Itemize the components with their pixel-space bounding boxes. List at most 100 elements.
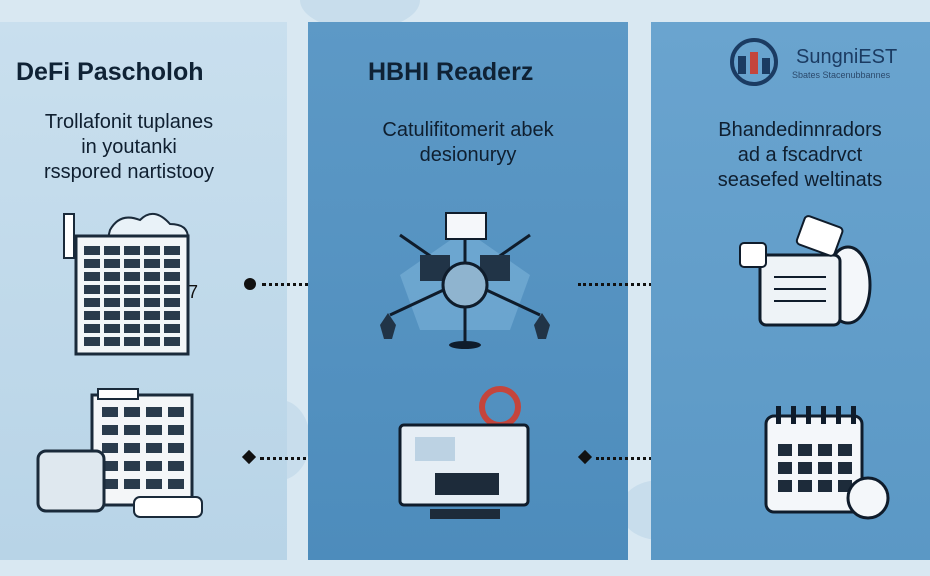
- logo-mark-icon: [730, 38, 778, 86]
- document-books-icon: [739, 215, 872, 327]
- icon-detail: [838, 444, 852, 456]
- icon-detail: [102, 443, 118, 453]
- panel-description: Bhandedinnradors ad a fscadrvct seasefed…: [680, 118, 920, 193]
- icon-detail: [102, 407, 118, 417]
- icon-detail: [124, 425, 140, 435]
- icon-detail: [146, 443, 162, 453]
- icon-detail: [164, 298, 180, 307]
- icon-detail: [144, 272, 160, 281]
- icon-detail: [146, 407, 162, 417]
- icon-detail: [104, 285, 120, 294]
- spreadsheet-icon: [63, 213, 190, 356]
- icon-detail: [806, 406, 811, 424]
- icon-detail: [124, 285, 140, 294]
- calendar-icon: [764, 406, 890, 520]
- icon-detail: [84, 259, 100, 268]
- icon-detail: [84, 285, 100, 294]
- icon-detail: [102, 461, 118, 471]
- office-building-icon: [36, 388, 203, 518]
- icon-detail: [104, 337, 120, 346]
- icon-detail: [798, 444, 812, 456]
- icon-detail: [84, 311, 100, 320]
- brand-logo: SungniEST Sbates Stacenubbannes: [718, 36, 918, 88]
- panel-title: HBHI Readerz: [368, 58, 534, 86]
- icon-detail: [104, 324, 120, 333]
- icon-detail: [821, 406, 826, 424]
- icon-detail: [164, 324, 180, 333]
- icon-detail: [124, 443, 140, 453]
- icon-detail: [144, 324, 160, 333]
- description-line: rsspored nartistooy: [43, 161, 215, 183]
- connector-line: [241, 449, 356, 465]
- annotation-number: 7: [188, 282, 199, 302]
- icon-detail: [102, 425, 118, 435]
- icon-detail: [84, 298, 100, 307]
- icon-detail: [164, 337, 180, 346]
- icon-detail: [164, 272, 180, 281]
- icon-detail: [124, 272, 140, 281]
- icon-detail: [146, 425, 162, 435]
- icon-detail: [104, 246, 120, 255]
- icon-detail: [778, 462, 792, 474]
- icon-detail: [144, 337, 160, 346]
- icon-detail: [791, 406, 796, 424]
- icon-detail: [164, 246, 180, 255]
- logo-subtitle: Sbates Stacenubbannes: [792, 70, 891, 80]
- description-line: in youtanki: [81, 136, 177, 158]
- icon-detail: [851, 406, 856, 424]
- icon-detail: [798, 480, 812, 492]
- icon-detail: [84, 337, 100, 346]
- icon-detail: [144, 298, 160, 307]
- description-line: Bhandedinnradors: [718, 119, 882, 141]
- connector-line: [578, 275, 690, 291]
- logo-name: SungniEST: [796, 46, 898, 68]
- icon-detail: [104, 259, 120, 268]
- icon-detail: [168, 407, 184, 417]
- icon-detail: [124, 324, 140, 333]
- icon-detail: [124, 259, 140, 268]
- icon-detail: [144, 311, 160, 320]
- icon-detail: [124, 311, 140, 320]
- icon-detail: [818, 480, 832, 492]
- icon-detail: [168, 479, 184, 489]
- icon-detail: [164, 259, 180, 268]
- icon-detail: [776, 406, 781, 424]
- icon-detail: [104, 272, 120, 281]
- description-line: Catulifitomerit abek: [382, 119, 554, 141]
- computer-monitor-icon: [398, 386, 530, 519]
- icon-detail: [818, 462, 832, 474]
- icon-detail: [818, 444, 832, 456]
- icon-detail: [144, 285, 160, 294]
- description-line: seasefed weltinats: [717, 169, 883, 191]
- icon-detail: [84, 272, 100, 281]
- icon-detail: [146, 479, 162, 489]
- icon-detail: [798, 462, 812, 474]
- panel-description: Trollafonit tuplanes in youtanki rsspore…: [14, 110, 244, 185]
- icon-detail: [146, 461, 162, 471]
- globe-network-icon: [380, 212, 550, 349]
- panel-title: DeFi Pascholoh: [16, 58, 204, 86]
- icon-detail: [168, 461, 184, 471]
- description-line: Trollafonit tuplanes: [44, 111, 214, 133]
- icon-detail: [836, 406, 841, 424]
- icon-detail: [124, 298, 140, 307]
- icon-detail: [144, 246, 160, 255]
- icon-detail: [124, 479, 140, 489]
- description-line: ad a fscadrvct: [737, 144, 863, 166]
- icon-detail: [144, 259, 160, 268]
- icon-detail: [124, 407, 140, 417]
- icon-detail: [778, 444, 792, 456]
- icon-detail: [164, 285, 180, 294]
- icon-detail: [124, 246, 140, 255]
- icon-detail: [84, 246, 100, 255]
- icon-detail: [102, 479, 118, 489]
- icon-detail: [168, 443, 184, 453]
- icon-detail: [124, 461, 140, 471]
- icon-detail: [168, 425, 184, 435]
- icon-detail: [778, 480, 792, 492]
- icon-detail: [124, 337, 140, 346]
- panel-description: Catulifitomerit abek desionuryy: [340, 118, 596, 168]
- icon-detail: [84, 324, 100, 333]
- icon-detail: [838, 462, 852, 474]
- icon-detail: [104, 298, 120, 307]
